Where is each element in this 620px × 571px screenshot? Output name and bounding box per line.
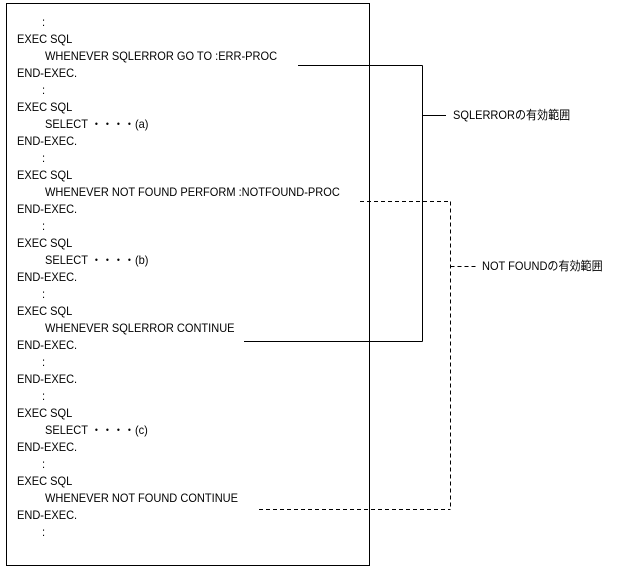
code-line: WHENEVER SQLERROR GO TO :ERR-PROC: [45, 49, 278, 63]
code-listing-box: : EXEC SQL WHENEVER SQLERROR GO TO :ERR-PR…: [6, 3, 370, 566]
code-ellipsis-line: :: [42, 83, 46, 97]
code-ellipsis-line: :: [42, 525, 46, 539]
code-line: END-EXEC.: [17, 134, 78, 148]
code-line: WHENEVER NOT FOUND CONTINUE: [45, 491, 239, 505]
code-line: EXEC SQL: [17, 168, 73, 182]
code-line: WHENEVER NOT FOUND PERFORM :NOTFOUND-PRO…: [45, 185, 340, 199]
code-line: SELECT ・・・・(b): [45, 253, 149, 267]
code-line: EXEC SQL: [17, 304, 73, 318]
code-line: WHENEVER SQLERROR CONTINUE: [45, 321, 235, 335]
code-ellipsis-line: :: [42, 355, 46, 369]
code-line: END-EXEC.: [17, 338, 78, 352]
code-line: END-EXEC.: [17, 440, 78, 454]
code-ellipsis-line: :: [42, 15, 46, 29]
notfound-scope-bracket: [259, 201, 476, 510]
code-line: EXEC SQL: [17, 236, 73, 250]
code-line: EXEC SQL: [17, 100, 73, 114]
code-ellipsis-line: :: [42, 457, 46, 471]
sqlerror-scope-bracket: [244, 65, 446, 342]
code-line: SELECT ・・・・(c): [45, 423, 148, 437]
code-line: END-EXEC.: [17, 372, 78, 386]
code-line: EXEC SQL: [17, 406, 73, 420]
notfound-scope-label: NOT FOUNDの有効範囲: [482, 259, 603, 273]
code-line: EXEC SQL: [17, 32, 73, 46]
sqlerror-scope-label: SQLERRORの有効範囲: [453, 108, 571, 122]
code-ellipsis-line: :: [42, 287, 46, 301]
code-line: END-EXEC.: [17, 508, 78, 522]
code-line: END-EXEC.: [17, 66, 78, 80]
code-line: EXEC SQL: [17, 474, 73, 488]
code-ellipsis-line: :: [42, 389, 46, 403]
code-ellipsis-line: :: [42, 151, 46, 165]
code-ellipsis-line: :: [42, 219, 46, 233]
code-line: END-EXEC.: [17, 202, 78, 216]
code-line: SELECT ・・・・(a): [45, 117, 149, 131]
code-line: END-EXEC.: [17, 270, 78, 284]
